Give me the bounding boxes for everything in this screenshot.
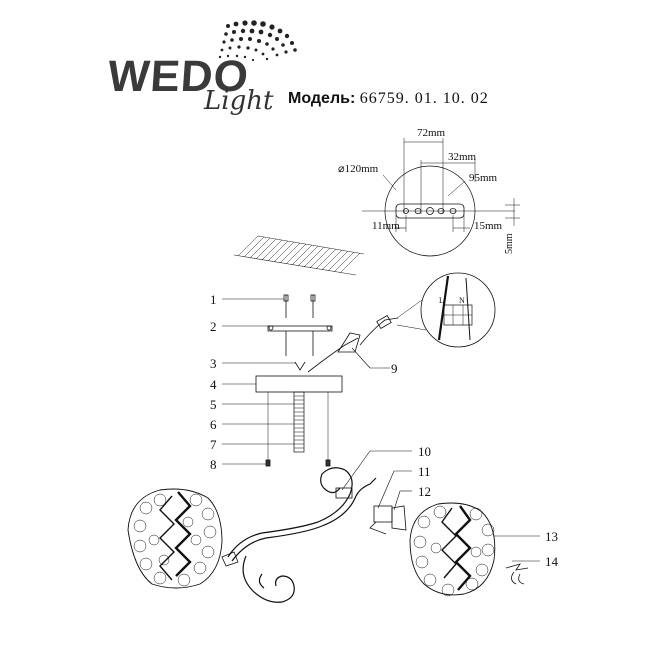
dim-5: 5mm <box>504 233 515 254</box>
callout-13: 13 <box>545 529 558 544</box>
callout-6: 6 <box>210 417 217 432</box>
logo-script-text: Light <box>204 86 274 116</box>
shade-left <box>127 488 223 589</box>
callout-3: 3 <box>210 356 217 371</box>
model-line: Модель: 66759. 01. 10. 02 <box>288 90 489 108</box>
model-number: 66759. 01. 10. 02 <box>359 90 489 107</box>
logo-dots-icon <box>218 20 297 62</box>
callout-10: 10 <box>418 444 431 459</box>
wiring-detail <box>396 272 496 348</box>
mounting-plate-detail <box>362 138 520 257</box>
shade-right <box>409 502 496 597</box>
model-label: Модель: <box>288 90 356 107</box>
callout-12: 12 <box>418 484 431 499</box>
callout-4: 4 <box>210 377 217 392</box>
callout-7: 7 <box>210 437 217 452</box>
callout-9: 9 <box>391 361 398 376</box>
callout-2: 2 <box>210 319 217 334</box>
ceiling-hatch <box>233 235 365 276</box>
wire-n-label: N <box>459 296 465 305</box>
callout-8: 8 <box>210 457 217 472</box>
chandelier-arms <box>221 467 407 603</box>
dim-diameter: ⌀120mm <box>338 163 379 175</box>
bulb-holder-clip <box>505 563 529 585</box>
ceiling-mount <box>255 294 399 467</box>
callout-14: 14 <box>545 554 559 569</box>
dim-11: 11mm <box>372 220 400 232</box>
wire-l-label: L <box>439 296 444 305</box>
callout-leaders <box>222 298 540 562</box>
brand-logo: WEDO Light <box>106 20 308 122</box>
callout-1: 1 <box>210 292 217 307</box>
dim-72: 72mm <box>417 127 446 139</box>
callout-5: 5 <box>210 397 217 412</box>
dim-15: 15mm <box>474 220 503 232</box>
callout-11: 11 <box>418 464 431 479</box>
dim-32: 32mm <box>448 151 477 163</box>
dim-95: 95mm <box>469 172 498 184</box>
